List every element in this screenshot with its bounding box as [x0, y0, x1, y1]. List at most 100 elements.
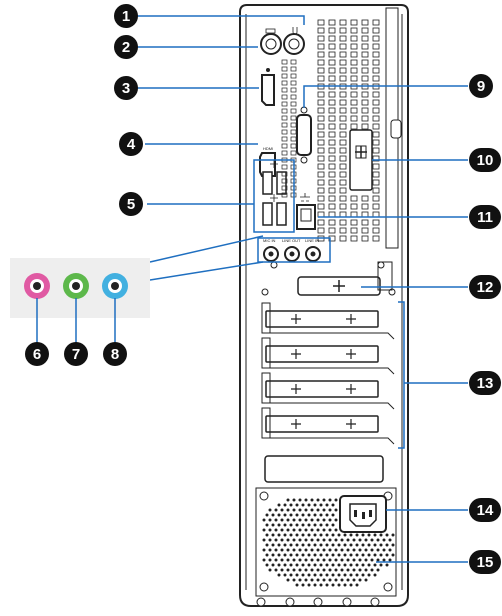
grille-dot [334, 498, 338, 502]
vent-hole [339, 19, 347, 26]
lan-icon [300, 193, 310, 202]
callout-number: 14 [477, 502, 494, 519]
grille-dot [274, 518, 278, 522]
grille-dot [388, 558, 392, 562]
vent-hole [350, 227, 358, 234]
leader-line-audio-bracket [257, 237, 331, 263]
vent-hole [317, 163, 325, 170]
callout-12: 12 [469, 275, 501, 299]
grille-dot [370, 568, 374, 572]
grille-dot [379, 553, 383, 557]
grille-dot [385, 563, 389, 567]
grille-dot [334, 558, 338, 562]
grille-dot [274, 538, 278, 542]
grille-dot [322, 528, 326, 532]
grille-dot [280, 528, 284, 532]
leader-line-9 [303, 85, 468, 108]
grille-dot [310, 578, 314, 582]
grille-dot [298, 528, 302, 532]
vent-hole [328, 179, 336, 186]
grille-dot [289, 553, 293, 557]
grille-dot [382, 538, 386, 542]
io-panel: HDMI MIC IN LINE OUT LINE IN [259, 27, 321, 262]
grille-dot [316, 508, 320, 512]
grille-dot [262, 528, 266, 532]
grille-dot [352, 558, 356, 562]
grille-dot [280, 538, 284, 542]
grille-dot [385, 533, 389, 537]
grille-dot [298, 578, 302, 582]
grille-dot [364, 538, 368, 542]
grille-dot [388, 548, 392, 552]
grille-dot [322, 558, 326, 562]
vent-hole [350, 195, 358, 202]
grille-dot [346, 578, 350, 582]
grille-dot [310, 518, 314, 522]
grille-dot [361, 563, 365, 567]
grille-dot [280, 568, 284, 572]
grille-dot [322, 568, 326, 572]
grille-dot [289, 503, 293, 507]
vent-hole [350, 123, 358, 130]
vent-hole [281, 73, 288, 79]
grille-dot [328, 538, 332, 542]
grille-dot [283, 533, 287, 537]
vent-hole [350, 107, 358, 114]
vent-hole [339, 219, 347, 226]
slot-screw-mark [291, 419, 356, 429]
grille-dot [298, 498, 302, 502]
callout-number: 7 [72, 346, 80, 363]
callout-3: 3 [114, 76, 138, 100]
vent-hole [361, 203, 369, 210]
grille-dot [331, 533, 335, 537]
grille-dot [271, 543, 275, 547]
grille-dot [382, 558, 386, 562]
chassis-feet [256, 597, 380, 607]
grille-dot [292, 528, 296, 532]
slot-divider [266, 437, 395, 445]
grille-dot [373, 563, 377, 567]
grille-dot [274, 568, 278, 572]
vent-hole [317, 195, 325, 202]
hdmi-port [259, 152, 276, 177]
grille-dot [316, 528, 320, 532]
vent-hole [290, 143, 297, 149]
callout-1: 1 [114, 4, 138, 28]
grille-dot [361, 533, 365, 537]
grille-dot [265, 533, 269, 537]
screw [259, 491, 269, 501]
vent-hole [328, 227, 336, 234]
expansion-cover-side [349, 129, 373, 191]
grille-dot [316, 548, 320, 552]
vent-hole [328, 75, 336, 82]
vent-hole [317, 131, 325, 138]
grille-dot [271, 523, 275, 527]
vent-hole [328, 131, 336, 138]
grille-dot [277, 543, 281, 547]
grille-dot [346, 568, 350, 572]
vent-hole [328, 99, 336, 106]
displayport-icon [266, 68, 270, 72]
grille-dot [373, 533, 377, 537]
vent-hole [372, 59, 380, 66]
grille-dot [331, 563, 335, 567]
vent-hole [361, 75, 369, 82]
vent-hole [339, 75, 347, 82]
vent-hole [317, 107, 325, 114]
leader-line-13 [398, 301, 468, 449]
line-out-label: LINE OUT [282, 238, 301, 243]
grille-dot [334, 548, 338, 552]
vent-hole [361, 235, 369, 242]
vent-hole [281, 101, 288, 107]
vent-hole [339, 179, 347, 186]
expansion-area [261, 261, 396, 483]
leader-line-5 [147, 159, 295, 233]
grille-dot [292, 498, 296, 502]
grille-dot [304, 548, 308, 552]
vent-hole [328, 203, 336, 210]
vent-hole [350, 35, 358, 42]
vent-hole [317, 147, 325, 154]
vent-hole [339, 187, 347, 194]
grille-dot [307, 573, 311, 577]
grille-dot [295, 513, 299, 517]
